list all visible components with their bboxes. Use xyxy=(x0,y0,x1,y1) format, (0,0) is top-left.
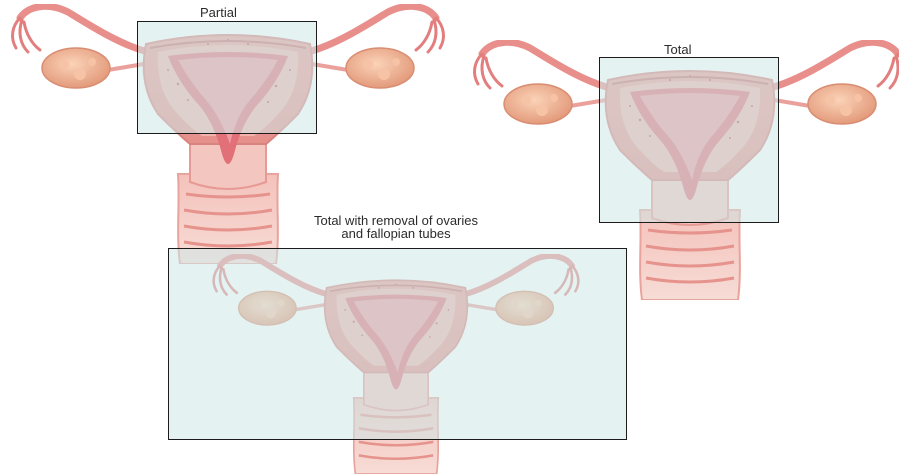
panel-title-total-removal: Total with removal of ovaries and fallop… xyxy=(276,214,516,240)
removal-box-partial xyxy=(137,21,317,134)
removal-box-total-removal xyxy=(168,248,627,440)
panel-title-line2: and fallopian tubes xyxy=(276,227,516,240)
removal-box-total xyxy=(599,57,779,223)
